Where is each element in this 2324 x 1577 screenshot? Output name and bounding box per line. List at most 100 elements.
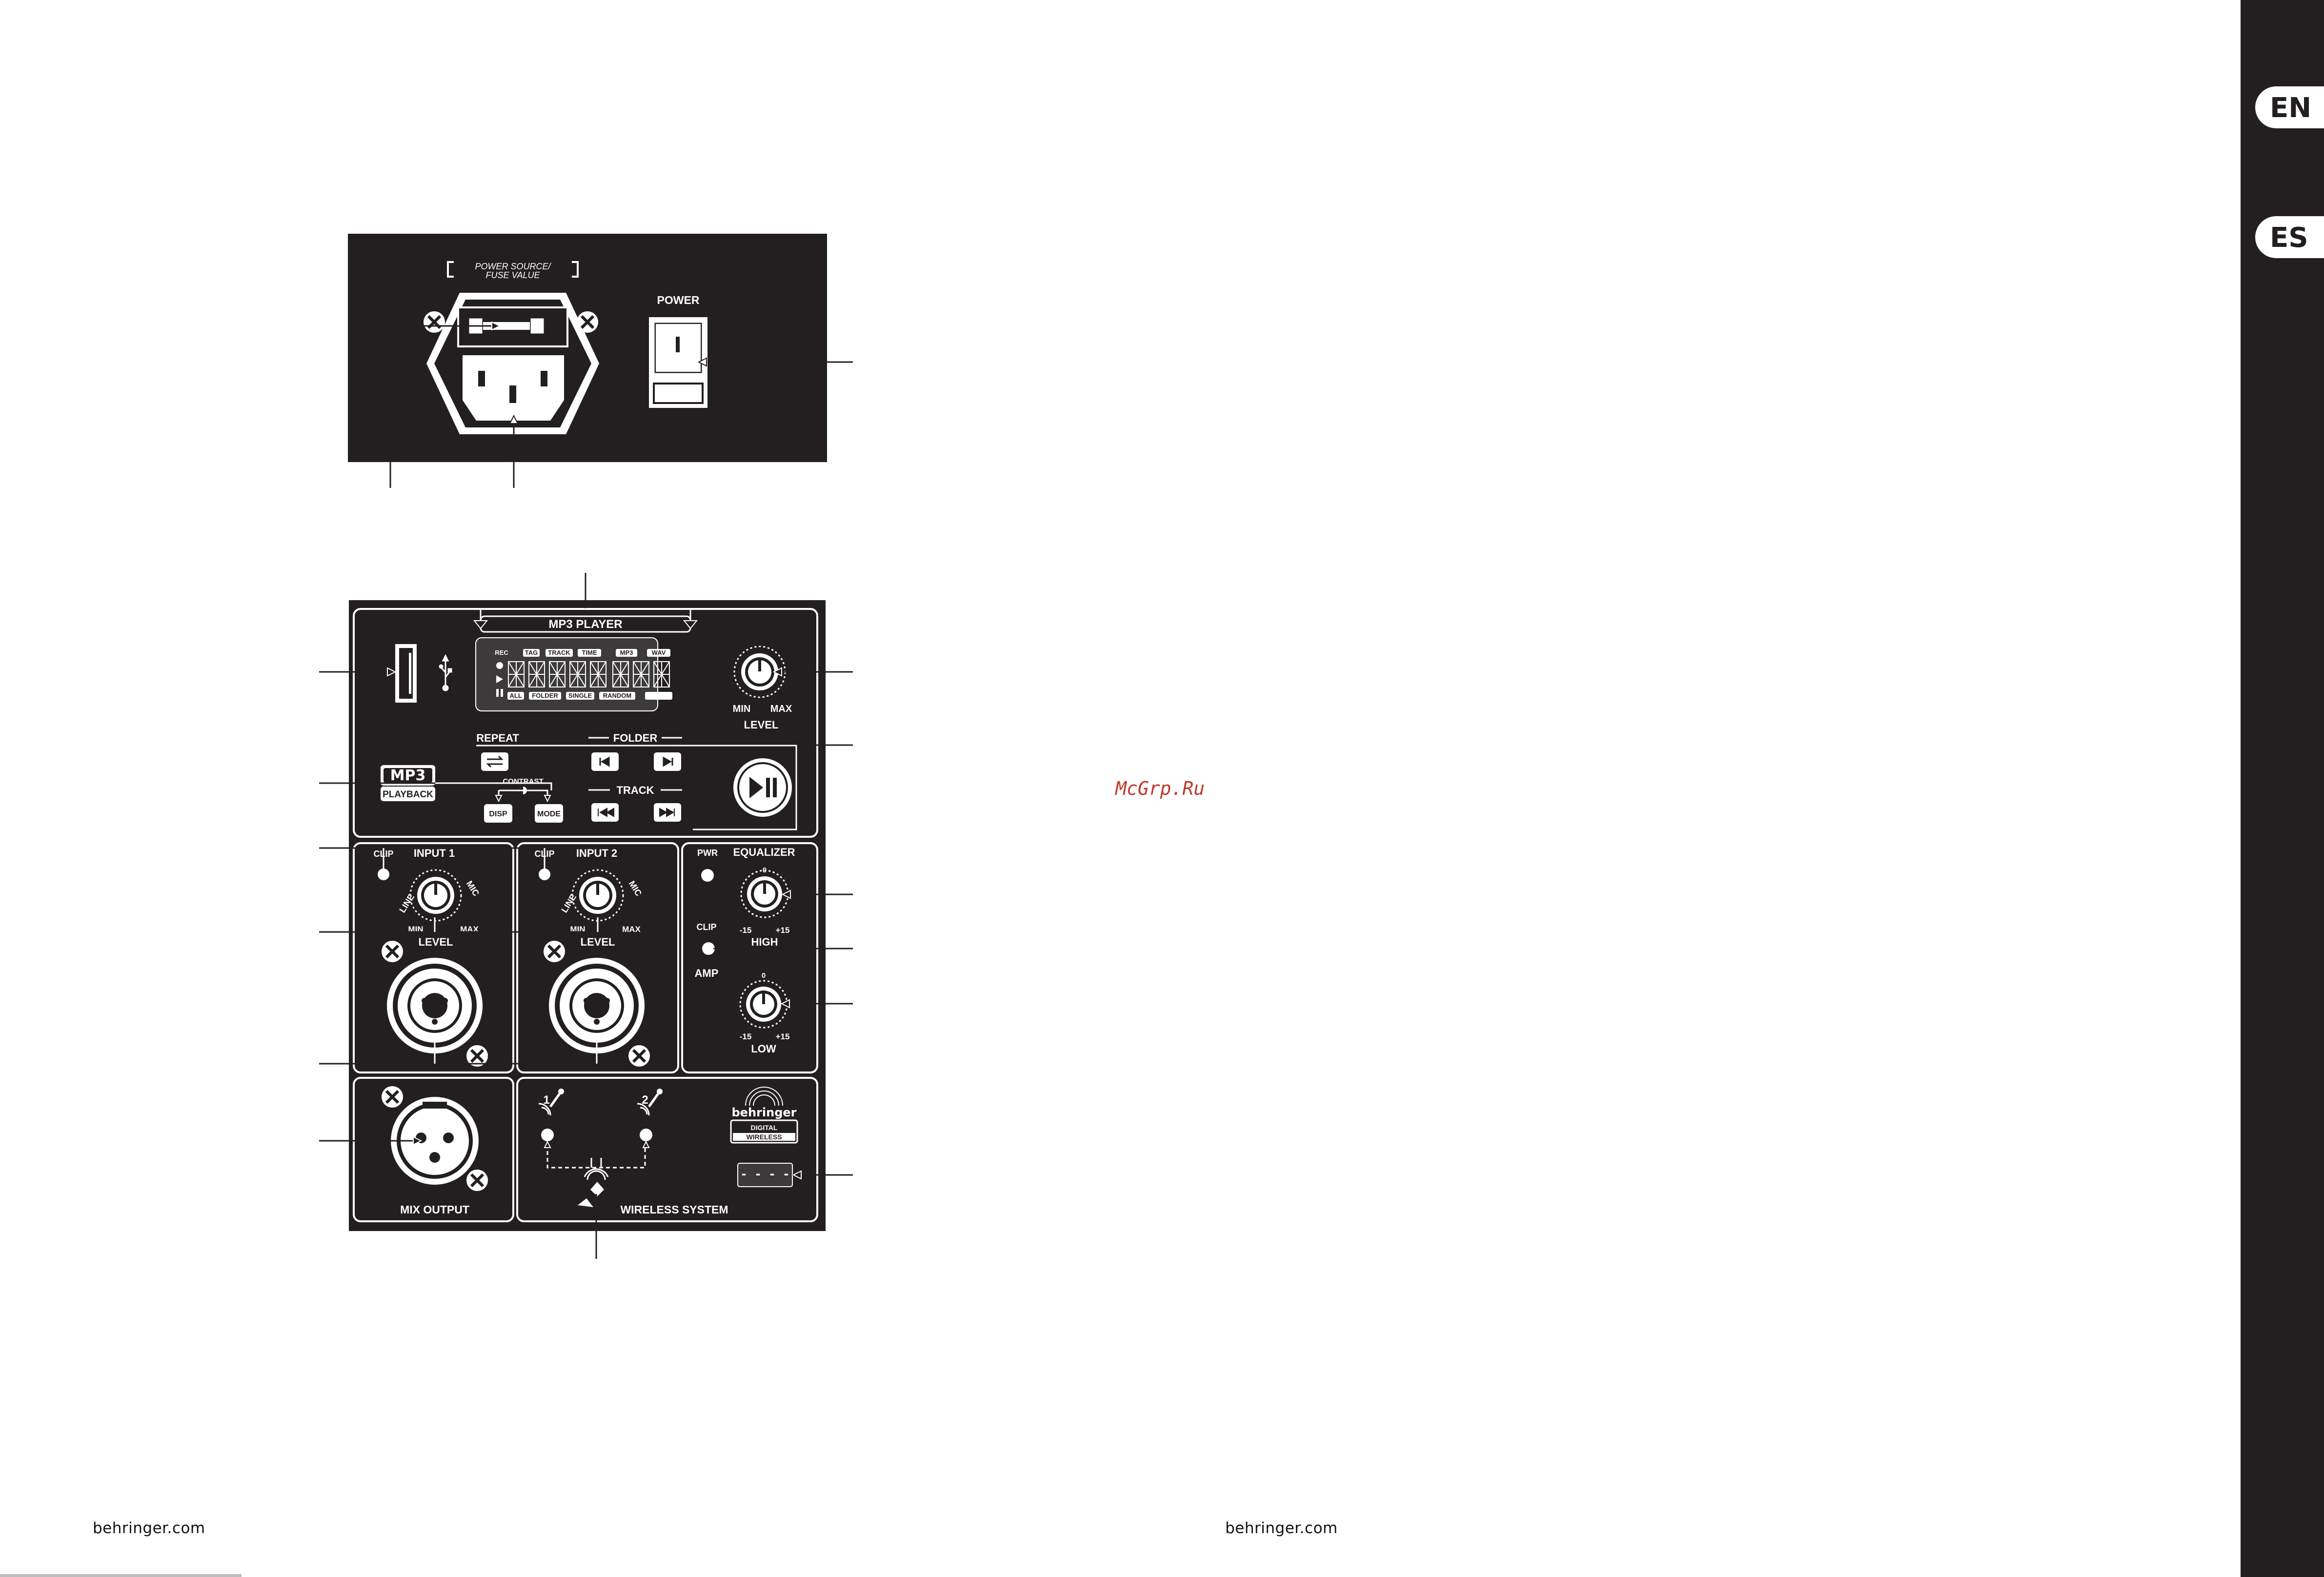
mix-output-section-frame — [353, 1077, 514, 1222]
fuse-label-line1: POWER SOURCE/ — [475, 262, 551, 271]
folder-next-icon — [663, 756, 673, 767]
usb-port-tongue — [409, 653, 411, 694]
lcd-tag-label: TAG — [525, 649, 538, 656]
lcd-time-label: TIME — [582, 649, 597, 656]
track-label: TRACK — [617, 784, 654, 796]
contrast-arrow-left-icon — [495, 795, 503, 803]
lang-tab-en[interactable]: EN — [2255, 86, 2324, 128]
input1-title: INPUT 1 — [414, 847, 455, 859]
lcd-single-label: SINGLE — [568, 692, 592, 699]
input2-clip-led — [539, 869, 550, 880]
repeat-button[interactable] — [481, 752, 508, 771]
digital-label: DIGITAL — [751, 1124, 778, 1132]
input2-max-label: MAX — [622, 925, 641, 934]
wireless-word-label: WIRELESS — [746, 1133, 782, 1141]
input2-combo-jack[interactable] — [549, 958, 645, 1053]
lcd-pause-icon — [496, 689, 499, 697]
mix-output-label: MIX OUTPUT — [400, 1203, 469, 1216]
power-switch-rocker-bottom — [653, 383, 704, 404]
input1-clip-led — [378, 869, 389, 880]
lcd-pause-icon-b — [501, 689, 503, 697]
amp-clip-led — [702, 942, 715, 955]
folder-prev-icon — [599, 756, 610, 767]
input2-channel: CLIP INPUT 2 LINE MIC MIN MAX LEVEL — [534, 847, 650, 1067]
wireless-pairing-bracket — [546, 1144, 646, 1169]
lcd-random-label: RANDOM — [603, 692, 632, 699]
iec-pin-earth — [509, 385, 516, 403]
page-edge-rule — [0, 1574, 242, 1577]
footer-left-url[interactable]: behringer.com — [93, 1519, 205, 1537]
input1-channel: CLIP INPUT 1 LINE MIC MIN MAX LEVEL — [373, 847, 488, 1067]
input1-level-knob[interactable] — [409, 869, 462, 922]
input2-section-frame — [516, 842, 679, 1073]
pwr-label: PWR — [697, 848, 718, 858]
lcd-rec-dot-icon — [496, 662, 503, 669]
panel-callouts — [319, 573, 853, 1259]
wireless-mic1-icon — [549, 1092, 562, 1108]
wireless-id-value: - - - - — [740, 1167, 789, 1181]
watermark-text: McGrp.Ru — [1115, 778, 1205, 799]
lcd-play-icon — [496, 675, 503, 683]
lcd-mp3-badge — [616, 649, 637, 657]
mix-output-xlr-jack[interactable] — [391, 1097, 479, 1185]
input2-level-knob[interactable] — [571, 869, 624, 922]
input1-combo-jack[interactable] — [387, 958, 483, 1053]
eq-high-knob[interactable] — [740, 869, 789, 918]
lcd-bottom-indicators: ALL FOLDER SINGLE RANDOM — [507, 692, 672, 700]
disp-button[interactable] — [484, 804, 512, 823]
playback-logo — [381, 787, 435, 801]
mp3-player-title: MP3 PLAYER — [548, 618, 622, 631]
wireless-brand: behringer — [732, 1106, 797, 1119]
folder-label: FOLDER — [613, 732, 658, 744]
mp3-title-arrow-right-icon — [683, 620, 698, 629]
equalizer-section: PWR EQUALIZER 0 -15 +15 HIGH CLIP AMP 0 — [695, 846, 795, 1055]
lang-tab-es[interactable]: ES — [2255, 216, 2324, 258]
wireless-pair-button-icon[interactable] — [578, 1168, 609, 1207]
lcd-time-badge — [578, 649, 601, 657]
mp3-level-label: LEVEL — [744, 719, 779, 731]
power-label: POWER — [657, 294, 700, 306]
eq-low-zero-label: 0 — [762, 971, 766, 980]
lcd-single-badge — [566, 692, 594, 700]
repeat-icon — [486, 755, 504, 768]
lcd-all-label: ALL — [509, 692, 522, 699]
wireless-ch1-label: 1 — [543, 1093, 549, 1107]
pwr-led — [701, 869, 714, 882]
lcd-tag-badge — [523, 649, 540, 657]
disp-button-label: DISP — [489, 810, 507, 818]
language-sidebar — [2241, 0, 2324, 1577]
mp3-level-knob[interactable] — [733, 646, 786, 698]
brand-signal-icon — [745, 1087, 783, 1106]
lcd-track-badge — [546, 649, 573, 657]
fuse-label-line2: FUSE VALUE — [485, 270, 540, 280]
track-prev-icon — [598, 808, 614, 817]
mp3-title-arrow-left-icon — [473, 620, 488, 629]
pause-icon-b — [773, 778, 777, 797]
input1-section-frame — [353, 842, 514, 1073]
usb-icon — [439, 654, 452, 691]
power-panel: POWER SOURCE/ FUSE VALUE POWER — [348, 234, 827, 462]
playback-logo-text: PLAYBACK — [383, 789, 433, 800]
contrast-arrow-right-icon — [544, 795, 551, 803]
wireless-ch2-label: 2 — [642, 1093, 648, 1107]
mode-button-label: MODE — [537, 810, 561, 818]
amp-clip-label: CLIP — [696, 922, 716, 932]
iec-pin-left — [478, 371, 485, 386]
fuse-label-brackets — [447, 261, 579, 278]
wireless-ch1-led — [541, 1129, 554, 1141]
equalizer-section-frame — [681, 842, 818, 1073]
footer-right-url[interactable]: behringer.com — [1225, 1519, 1338, 1537]
callout-iec-arrow-icon — [509, 414, 519, 424]
lcd-folder-label: FOLDER — [532, 692, 558, 699]
mode-button[interactable] — [535, 804, 563, 823]
mp3-level-max: MAX — [770, 704, 792, 714]
play-icon — [749, 777, 763, 798]
eq-low-max: +15 — [776, 1032, 790, 1041]
rear-control-panel: MP3 PLAYER REC TAG TRACK — [349, 600, 826, 1231]
power-callouts — [389, 325, 853, 488]
eq-low-arrow-icon — [780, 999, 790, 1009]
mp3-logo-text: MP3 — [390, 767, 426, 784]
lcd-all-badge — [507, 692, 524, 700]
track-next-icon — [659, 808, 675, 817]
